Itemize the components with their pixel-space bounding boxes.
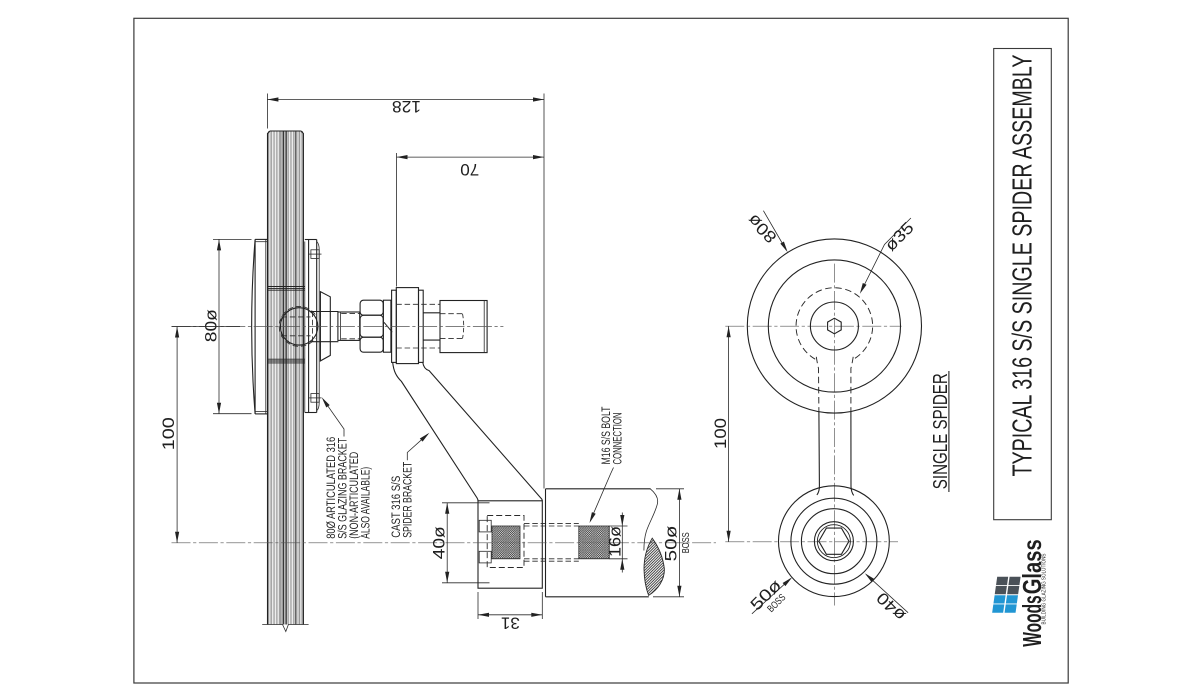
svg-text:Woods: Woods [1017,595,1047,647]
svg-text:ø40: ø40 [873,588,909,624]
svg-text:100: 100 [160,417,178,450]
svg-text:SINGLE SPIDER: SINGLE SPIDER [929,373,952,489]
svg-text:80ø: 80ø [202,309,220,342]
svg-text:ALSO AVAILABLE): ALSO AVAILABLE) [358,467,372,539]
svg-text:(NON-ARTICULATED: (NON-ARTICULATED [347,452,361,539]
svg-text:Glass: Glass [1017,539,1047,594]
svg-text:80Ø ARTICULATED 316: 80Ø ARTICULATED 316 [324,437,338,539]
svg-text:ø35: ø35 [882,219,918,255]
svg-text:40ø: 40ø [431,526,449,559]
svg-text:70: 70 [460,160,479,178]
svg-text:TYPICAL 316 S/S SINGLE SPIDER: TYPICAL 316 S/S SINGLE SPIDER ASSEMBLY [1007,54,1038,476]
svg-text:M16 S/S BOLT: M16 S/S BOLT [599,406,613,464]
svg-text:CAST 316 S/S: CAST 316 S/S [389,476,403,538]
svg-text:S/S GLAZING BRACKET: S/S GLAZING BRACKET [335,437,349,538]
svg-text:50ø: 50ø [663,526,681,562]
svg-text:31: 31 [501,614,520,632]
svg-text:BUILDING GLAZING SOLUTIONS: BUILDING GLAZING SOLUTIONS [1042,553,1048,624]
svg-text:80ø: 80ø [744,210,780,246]
svg-text:CONNECTION: CONNECTION [611,413,625,465]
svg-text:16ø: 16ø [607,526,625,557]
svg-text:BOSS: BOSS [681,532,692,553]
svg-text:SPIDER BRACKET: SPIDER BRACKET [400,461,414,537]
svg-text:128: 128 [392,97,421,115]
svg-text:100: 100 [712,418,730,449]
